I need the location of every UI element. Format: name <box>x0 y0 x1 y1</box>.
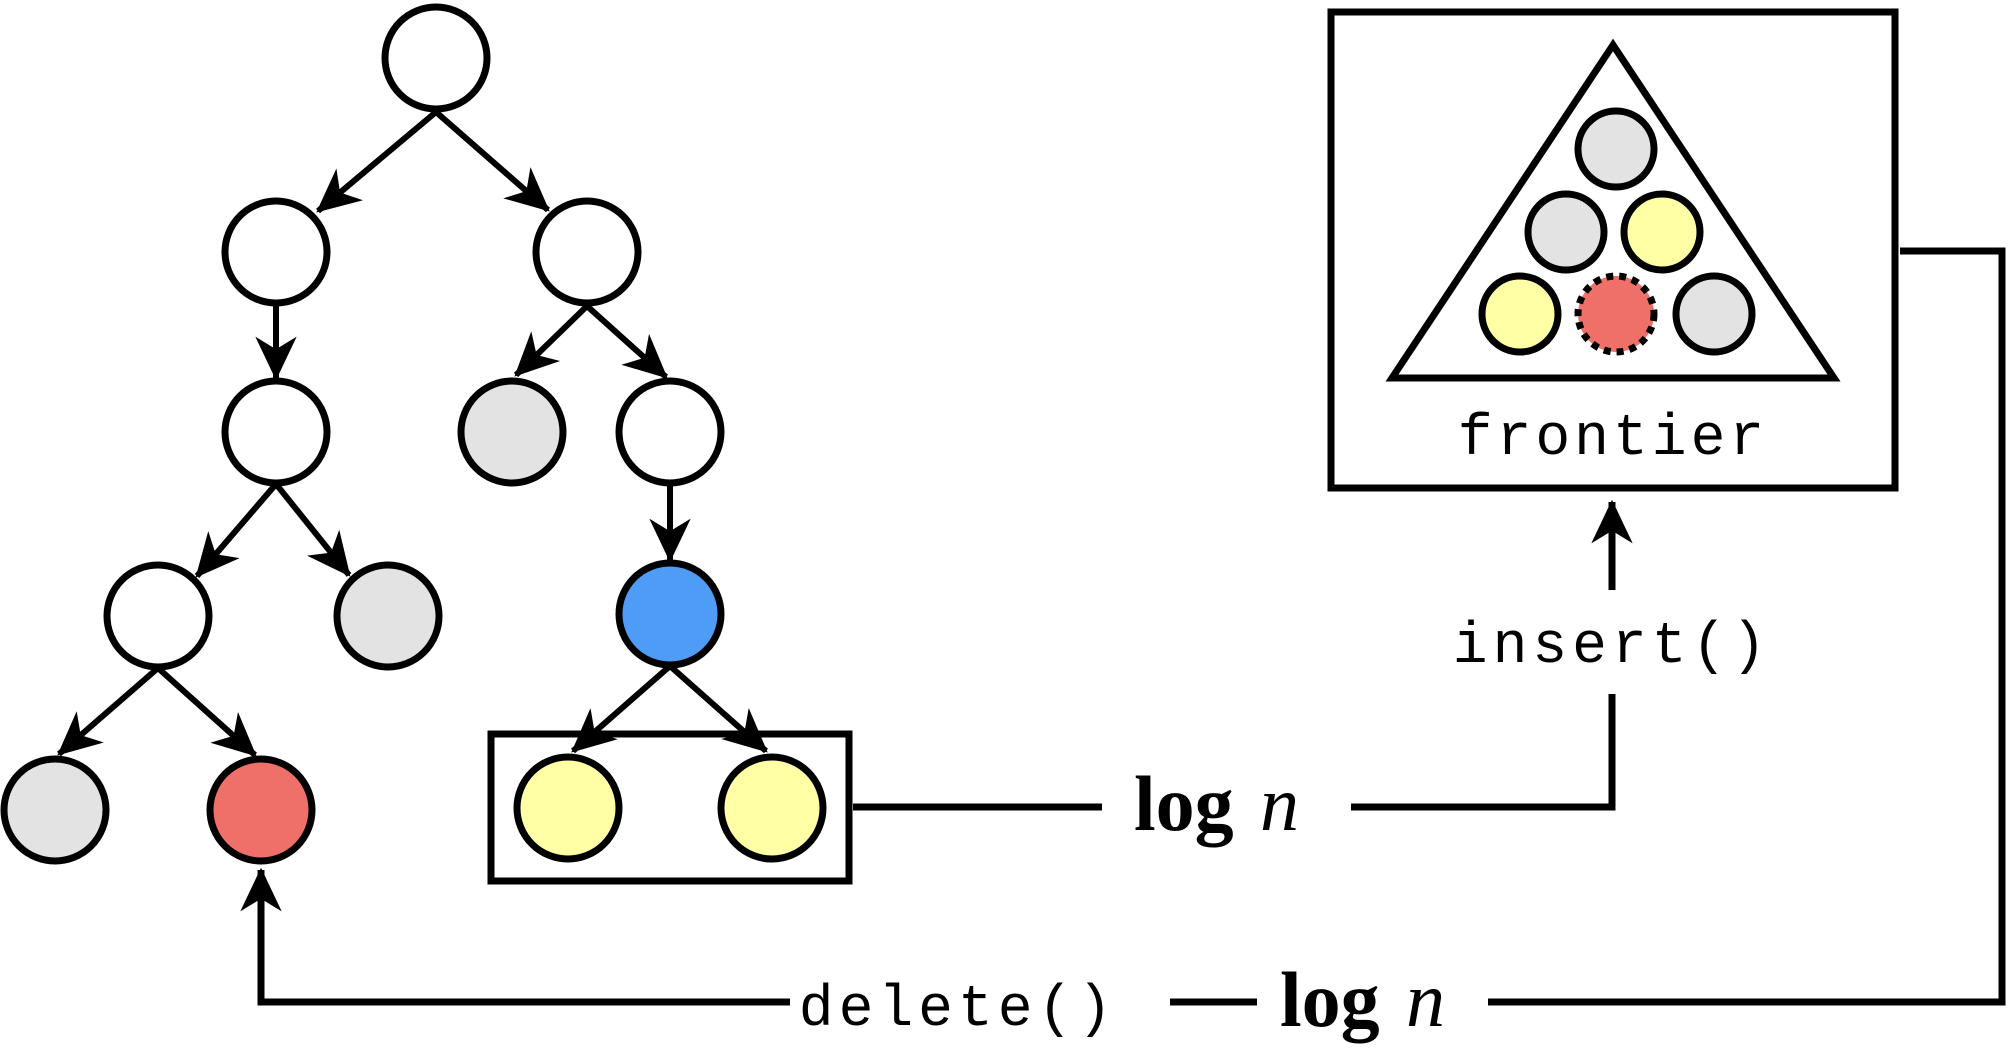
edge-b-h <box>513 303 590 378</box>
tree-node-new-child <box>513 753 623 863</box>
tree-node <box>221 377 331 487</box>
insert-path <box>853 499 1633 811</box>
delete-cost-n: n <box>1406 956 1445 1043</box>
frontier-panel: frontier <box>1327 8 1899 492</box>
frontier-items <box>1478 107 1756 356</box>
frontier-item <box>1672 272 1756 356</box>
tree-edges <box>57 109 768 758</box>
tree-node-deleted <box>206 755 316 865</box>
tree-node <box>615 377 725 487</box>
tree-node-explored <box>333 561 443 671</box>
frontier-label: frontier <box>1458 407 1768 472</box>
insert-label: insert() <box>1453 615 1771 680</box>
edge-k-o <box>668 663 768 754</box>
delete-path <box>240 247 2006 1006</box>
tree-node-new-child <box>717 753 827 863</box>
frontier-item <box>1574 107 1658 191</box>
frontier-item <box>1524 190 1608 274</box>
tree-node-root <box>381 3 491 113</box>
tree-nodes <box>0 3 827 865</box>
tree-node <box>103 561 213 671</box>
edge-root-right <box>434 109 550 213</box>
insert-cost-label: log n <box>1134 760 1299 847</box>
edge-root-left <box>316 109 438 214</box>
insert-cost-log: log <box>1134 760 1234 847</box>
tree-node-explored <box>457 377 567 487</box>
edge-k-n <box>571 663 672 754</box>
edge-e-m <box>155 665 258 758</box>
tree-node-explored <box>0 755 110 865</box>
frontier-item <box>1478 272 1562 356</box>
expanded-children-box <box>487 730 853 885</box>
tree-node-left <box>221 197 331 307</box>
delete-label: delete() <box>799 978 1117 1043</box>
insert-cost-n: n <box>1260 760 1299 847</box>
edge-b-i <box>584 303 669 380</box>
edge-c-f <box>273 482 352 577</box>
edge-c-e <box>194 482 279 578</box>
edge-e-l <box>57 665 160 757</box>
delete-cost-log: log <box>1280 956 1380 1043</box>
delete-cost-label: log n <box>1280 956 1445 1043</box>
frontier-item <box>1620 190 1704 274</box>
tree-node-current <box>615 559 725 669</box>
tree-node-right <box>532 197 642 307</box>
frontier-item-removed <box>1574 272 1658 356</box>
